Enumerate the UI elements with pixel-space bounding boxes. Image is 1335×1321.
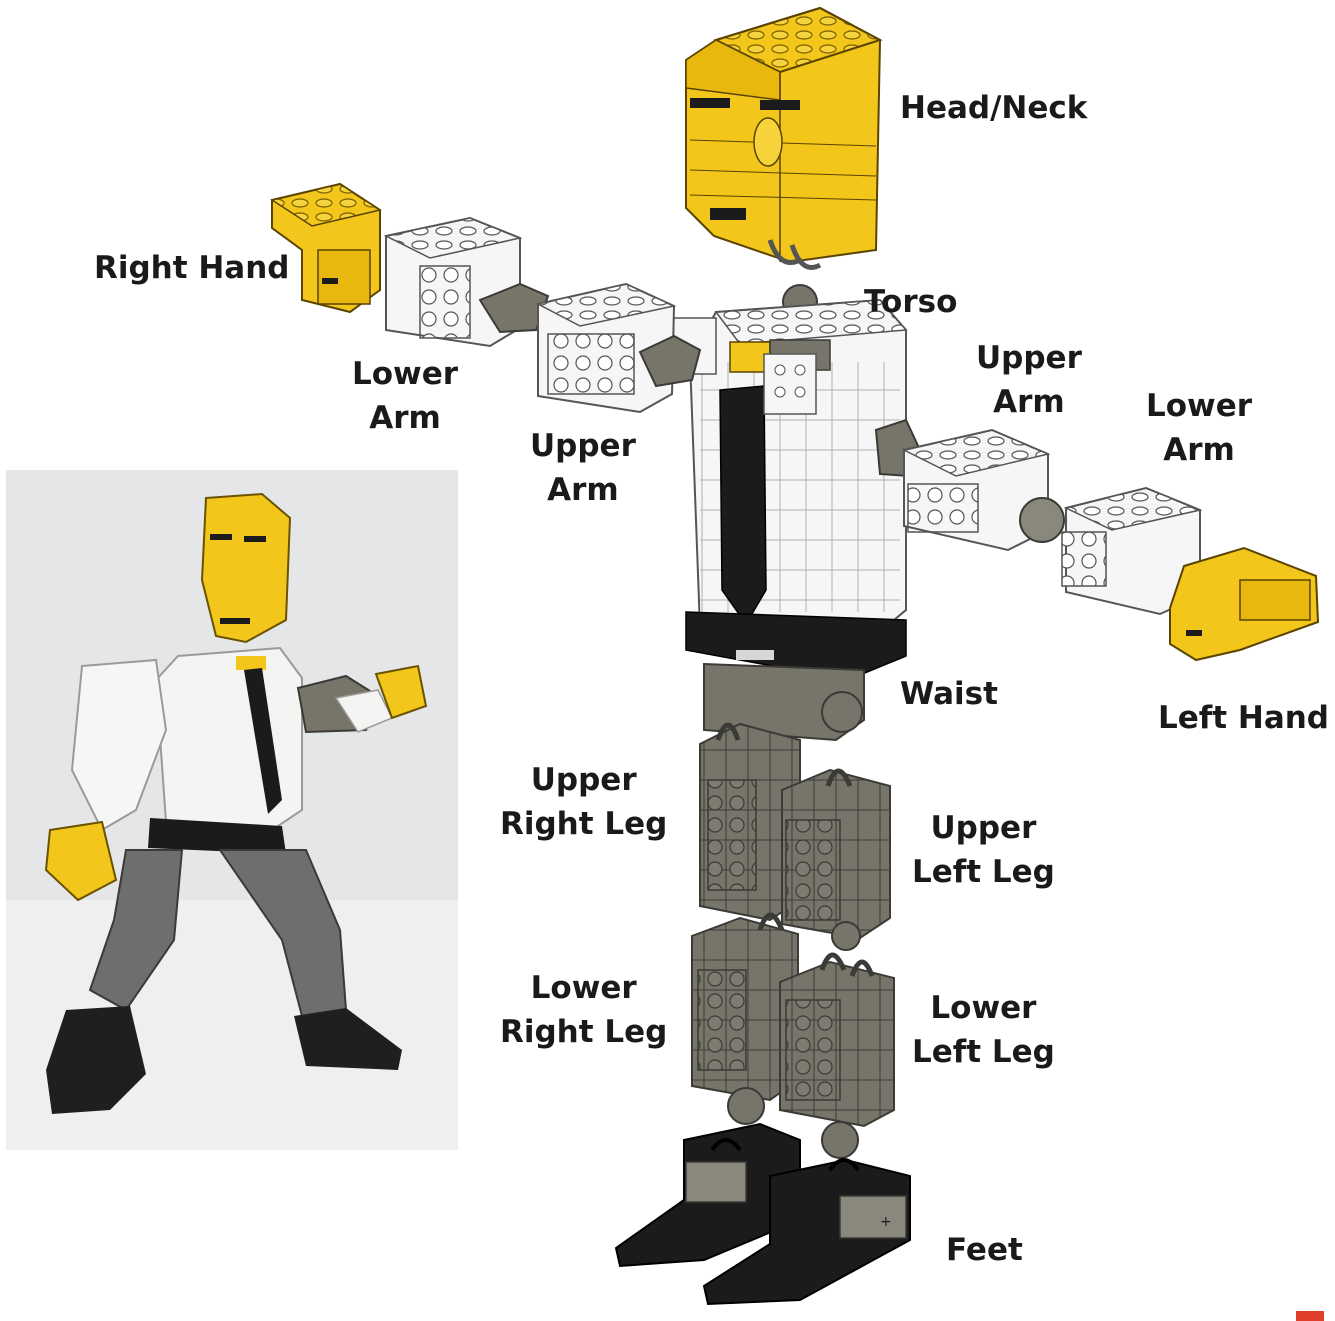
label-head-neck: Head/Neck bbox=[900, 86, 1087, 130]
head-neck-part bbox=[686, 8, 880, 268]
upper-left-leg-part bbox=[782, 770, 890, 950]
label-feet: Feet bbox=[946, 1228, 1023, 1272]
right-upper-arm-part bbox=[538, 284, 700, 412]
label-waist: Waist bbox=[900, 672, 998, 716]
right-lower-arm-part bbox=[386, 218, 548, 346]
label-left-hand: Left Hand bbox=[1158, 696, 1329, 740]
torso-part bbox=[672, 285, 906, 680]
left-hand-part bbox=[1170, 548, 1318, 660]
lower-left-leg-part bbox=[780, 955, 894, 1158]
page-corner-mark bbox=[1296, 1311, 1324, 1321]
svg-text:+: + bbox=[880, 1214, 892, 1230]
label-torso: Torso bbox=[864, 280, 957, 324]
left-lower-arm-part bbox=[1020, 488, 1200, 614]
feet-part: + bbox=[616, 1124, 910, 1304]
waist-part bbox=[704, 664, 864, 740]
label-right-hand: Right Hand bbox=[94, 246, 290, 290]
assembled-figure-photo bbox=[6, 470, 458, 1150]
